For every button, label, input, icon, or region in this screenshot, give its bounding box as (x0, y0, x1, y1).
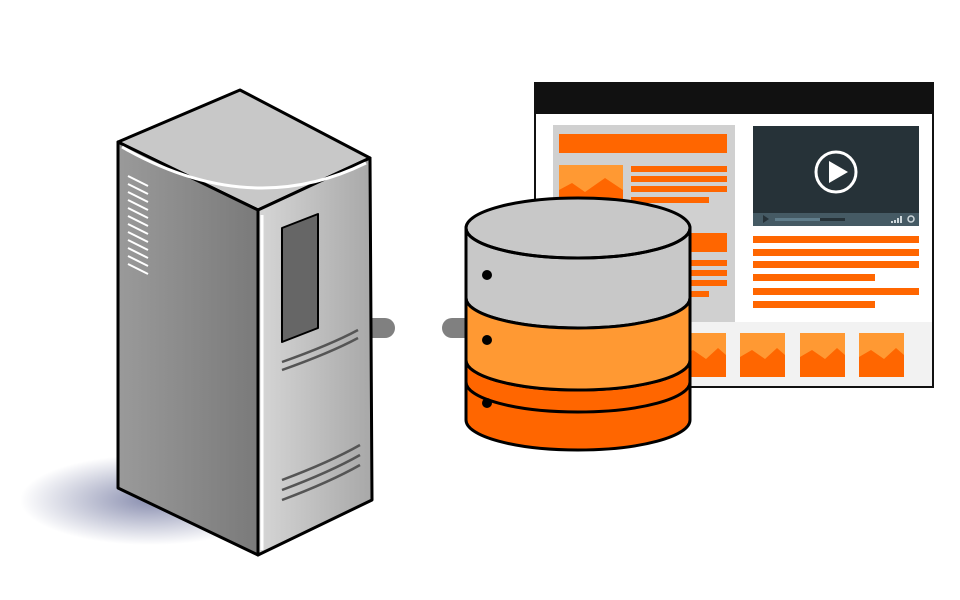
database-icon (464, 196, 692, 452)
server-window (281, 213, 319, 343)
server-tower (116, 88, 374, 557)
title-bar (535, 83, 933, 114)
panel-header (559, 134, 727, 153)
play-icon[interactable] (814, 150, 858, 194)
signal-icon (891, 216, 902, 223)
thumbnail-image (559, 165, 623, 200)
web-page-window (534, 82, 934, 388)
indicator-dot (482, 270, 492, 280)
indicator-dot (482, 335, 492, 345)
settings-icon[interactable] (907, 215, 915, 223)
article-lines (753, 236, 919, 308)
vent-slots (127, 175, 149, 275)
front-grooves (281, 328, 361, 502)
video-player[interactable] (753, 126, 919, 226)
small-play-icon[interactable] (763, 215, 769, 223)
indicator-dot (482, 398, 492, 408)
